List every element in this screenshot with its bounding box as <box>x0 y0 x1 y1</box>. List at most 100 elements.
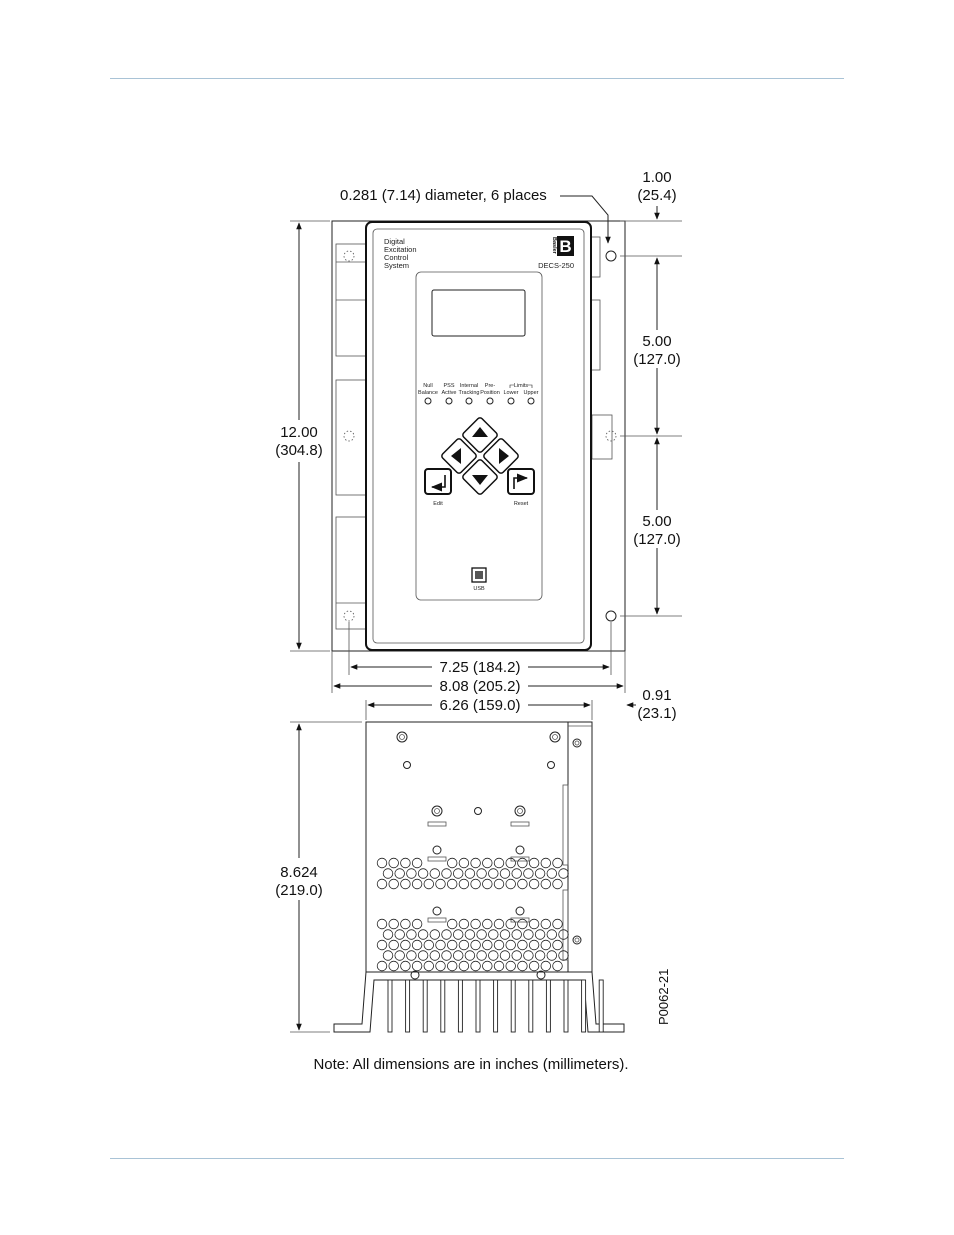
vent-hole <box>517 857 528 869</box>
vent-hole <box>528 918 540 930</box>
device-title-line: Digital <box>384 237 405 246</box>
vent-hole <box>458 939 470 951</box>
device-title-line: System <box>384 261 409 270</box>
vent-hole <box>523 950 534 961</box>
vent-hole <box>523 929 534 940</box>
header-rule <box>110 78 844 79</box>
dimension-label: (127.0) <box>633 351 681 368</box>
vent-hole <box>429 929 441 940</box>
edit-label: Edit <box>433 501 443 507</box>
heatsink-fin <box>493 979 499 1033</box>
vent-hole <box>400 918 411 930</box>
vent-hole <box>493 857 505 869</box>
vent-hole <box>411 918 423 930</box>
vent-hole <box>423 960 435 972</box>
heatsink-fin <box>440 979 446 1033</box>
vent-hole <box>411 878 423 890</box>
dimensions-note: Note: All dimensions are in inches (mill… <box>313 1056 628 1073</box>
vent-hole <box>488 950 499 961</box>
basler-logo: B Basler <box>551 236 574 256</box>
heatsink-fin <box>510 979 516 1033</box>
front-panel <box>415 271 543 601</box>
vent-hole <box>417 868 429 879</box>
vent-hole <box>540 878 552 890</box>
vent-hole <box>429 950 441 961</box>
vent-hole <box>528 878 540 890</box>
vent-hole <box>441 929 452 940</box>
right-arrow-icon <box>499 448 509 464</box>
vent-hole <box>517 960 528 972</box>
vent-hole <box>540 918 552 930</box>
vent-hole <box>400 857 411 869</box>
led-label: Position <box>480 390 500 396</box>
vent-hole <box>458 857 470 869</box>
vent-hole <box>540 857 552 869</box>
brand-name: Basler <box>551 237 557 255</box>
vent-hole <box>400 878 411 890</box>
vent-hole <box>417 929 429 940</box>
hole-note: 0.281 (7.14) diameter, 6 places <box>340 187 547 204</box>
vent-hole <box>464 929 476 940</box>
vent-hole <box>517 939 528 951</box>
led-indicator <box>507 397 515 405</box>
vent-hole <box>394 950 405 961</box>
vent-hole <box>528 939 540 951</box>
vent-hole <box>558 868 569 879</box>
vent-holes <box>376 857 569 972</box>
vent-hole <box>400 939 411 951</box>
dimension-label: 7.25 (184.2) <box>440 659 521 676</box>
mount-hole <box>605 250 617 262</box>
vent-hole <box>528 857 540 869</box>
vent-hole <box>411 960 423 972</box>
dimension-label: (219.0) <box>275 882 323 899</box>
vent-hole <box>493 939 505 951</box>
dimension-label: 12.00 <box>280 424 318 441</box>
reset-icon <box>513 473 529 489</box>
limits-label: Limits <box>514 383 529 389</box>
vent-hole <box>511 950 522 961</box>
model-label: DECS-250 <box>538 261 574 270</box>
vent-hole <box>552 878 563 890</box>
led-label: Lower <box>504 390 519 396</box>
vent-hole <box>546 868 558 879</box>
vent-hole <box>406 950 417 961</box>
mount-hole <box>343 430 355 442</box>
led-indicator <box>527 397 535 405</box>
vent-hole <box>528 960 540 972</box>
terminal-block <box>335 516 369 630</box>
heatsink-fin <box>457 979 463 1033</box>
vent-hole <box>505 857 516 869</box>
heatsink-fin <box>563 979 569 1033</box>
vent-hole <box>382 950 394 961</box>
edit-button <box>424 468 452 495</box>
vent-hole <box>447 960 458 972</box>
vent-hole <box>517 878 528 890</box>
mount-hole <box>605 610 617 622</box>
vent-hole <box>534 868 546 879</box>
dimension-label: (304.8) <box>275 442 323 459</box>
vent-hole <box>482 878 493 890</box>
vent-hole <box>470 857 481 869</box>
heatsink-fin <box>598 979 604 1033</box>
vent-hole <box>400 960 411 972</box>
dimension-label: 0.91 <box>642 687 671 704</box>
led-indicator <box>465 397 473 405</box>
vent-hole <box>493 960 505 972</box>
heatsink-view: 8.624 (219.0) P0062-21 <box>275 721 671 1033</box>
vent-hole <box>388 857 399 869</box>
led-label: Pre- <box>485 383 496 389</box>
down-arrow-icon <box>472 475 488 485</box>
terminal-block <box>335 379 369 496</box>
vent-hole <box>482 960 493 972</box>
heatsink-fin <box>581 979 587 1033</box>
vent-hole <box>552 960 563 972</box>
dimension-label: 5.00 <box>642 333 671 350</box>
dimension-label: 8.08 (205.2) <box>440 678 521 695</box>
vent-hole <box>558 950 569 961</box>
vent-hole <box>458 960 470 972</box>
vent-hole <box>447 857 458 869</box>
led-label: Internal <box>460 383 478 389</box>
dimension-label: 6.26 (159.0) <box>440 697 521 714</box>
dimension-label: (23.1) <box>637 705 676 722</box>
led-indicator <box>424 397 432 405</box>
